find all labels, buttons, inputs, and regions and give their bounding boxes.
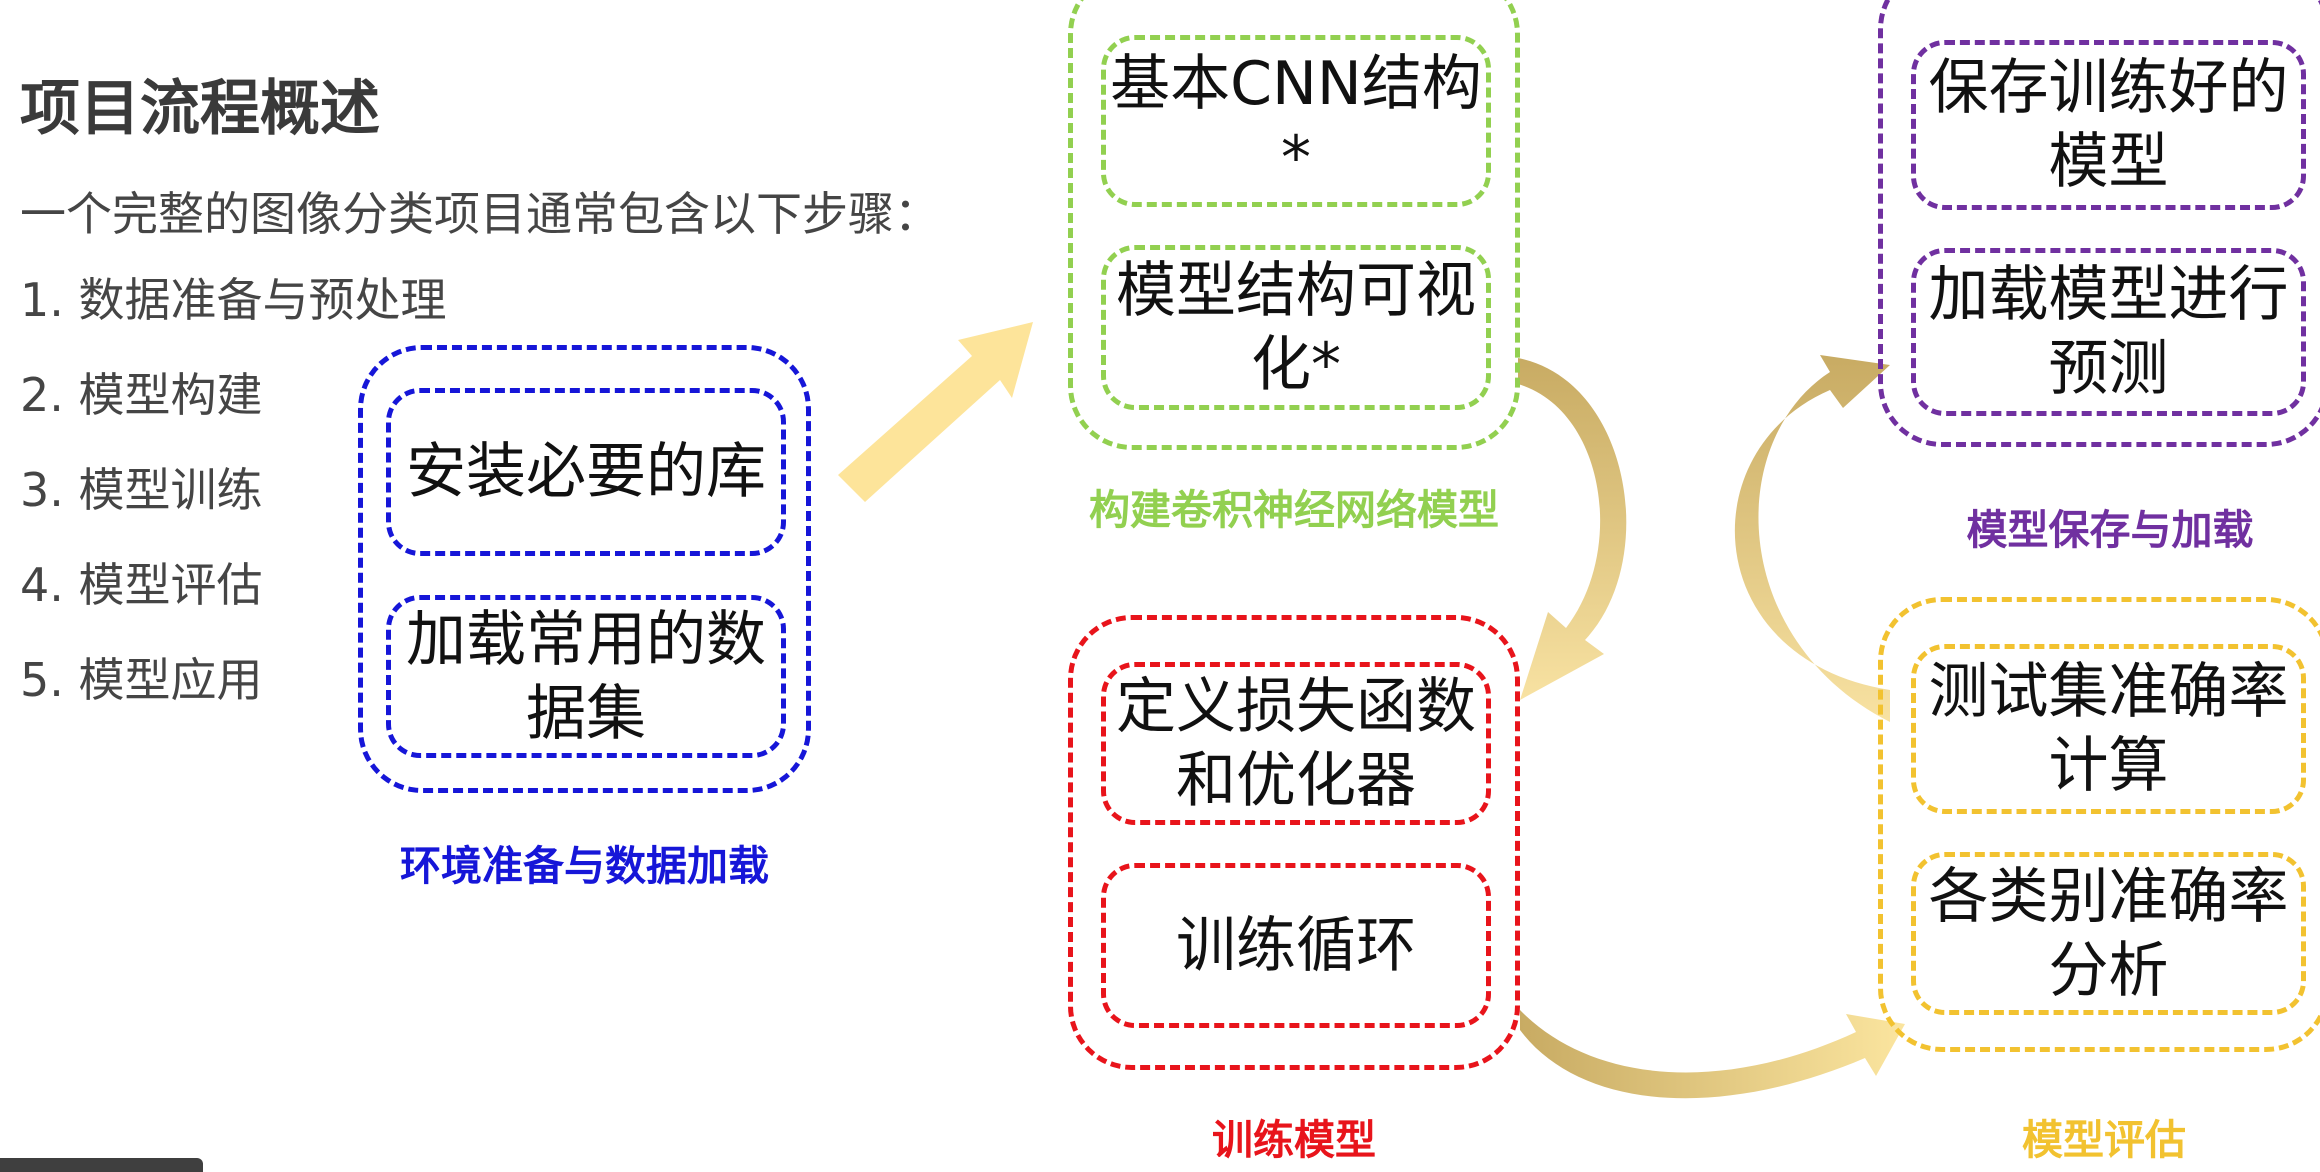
step-box-training-loop: 训练循环 xyxy=(1101,863,1491,1028)
arrow-env-to-cnn xyxy=(838,322,1033,502)
group-eval: 测试集准确率计算 各类别准确率分析 xyxy=(1878,597,2320,1052)
group-save: 保存训练好的模型 加载模型进行预测 xyxy=(1878,0,2320,447)
step-box-basic-cnn: 基本CNN结构* xyxy=(1101,35,1491,207)
step-box-visualize-model: 模型结构可视化* xyxy=(1101,245,1491,410)
step-item: 3. 模型训练 xyxy=(20,463,263,517)
caption-train: 训练模型 xyxy=(1212,1116,1376,1164)
caption-save: 模型保存与加载 xyxy=(1966,506,2254,554)
caption-eval: 模型评估 xyxy=(2022,1116,2186,1164)
step-item: 2. 模型构建 xyxy=(20,368,263,422)
group-env: 安装必要的库 加载常用的数据集 xyxy=(358,345,811,793)
step-box-install-libs: 安装必要的库 xyxy=(386,388,786,556)
arrow-eval-to-save xyxy=(1734,355,1890,722)
step-box-loss-optimizer: 定义损失函数和优化器 xyxy=(1101,662,1491,825)
step-box-class-accuracy: 各类别准确率分析 xyxy=(1911,852,2306,1015)
step-box-load-predict: 加载模型进行预测 xyxy=(1911,248,2306,416)
step-item: 5. 模型应用 xyxy=(20,653,263,707)
corner-tag xyxy=(0,1158,203,1172)
group-train: 定义损失函数和优化器 训练循环 xyxy=(1068,615,1520,1070)
step-box-save-model: 保存训练好的模型 xyxy=(1911,40,2306,210)
step-item: 4. 模型评估 xyxy=(20,558,263,612)
step-box-load-dataset: 加载常用的数据集 xyxy=(386,595,786,758)
caption-env: 环境准备与数据加载 xyxy=(400,842,769,890)
arrow-train-to-eval xyxy=(1520,1010,1905,1099)
arrow-cnn-to-train xyxy=(1518,358,1627,700)
intro-text: 一个完整的图像分类项目通常包含以下步骤： xyxy=(20,187,940,241)
page-title: 项目流程概述 xyxy=(20,74,380,144)
step-item: 1. 数据准备与预处理 xyxy=(20,273,447,327)
step-list: 1. 数据准备与预处理 2. 模型构建 3. 模型训练 4. 模型评估 5. 模… xyxy=(20,268,447,743)
caption-cnn: 构建卷积神经网络模型 xyxy=(1089,486,1499,534)
step-box-test-accuracy: 测试集准确率计算 xyxy=(1911,644,2306,814)
group-cnn: 基本CNN结构* 模型结构可视化* xyxy=(1068,0,1520,450)
